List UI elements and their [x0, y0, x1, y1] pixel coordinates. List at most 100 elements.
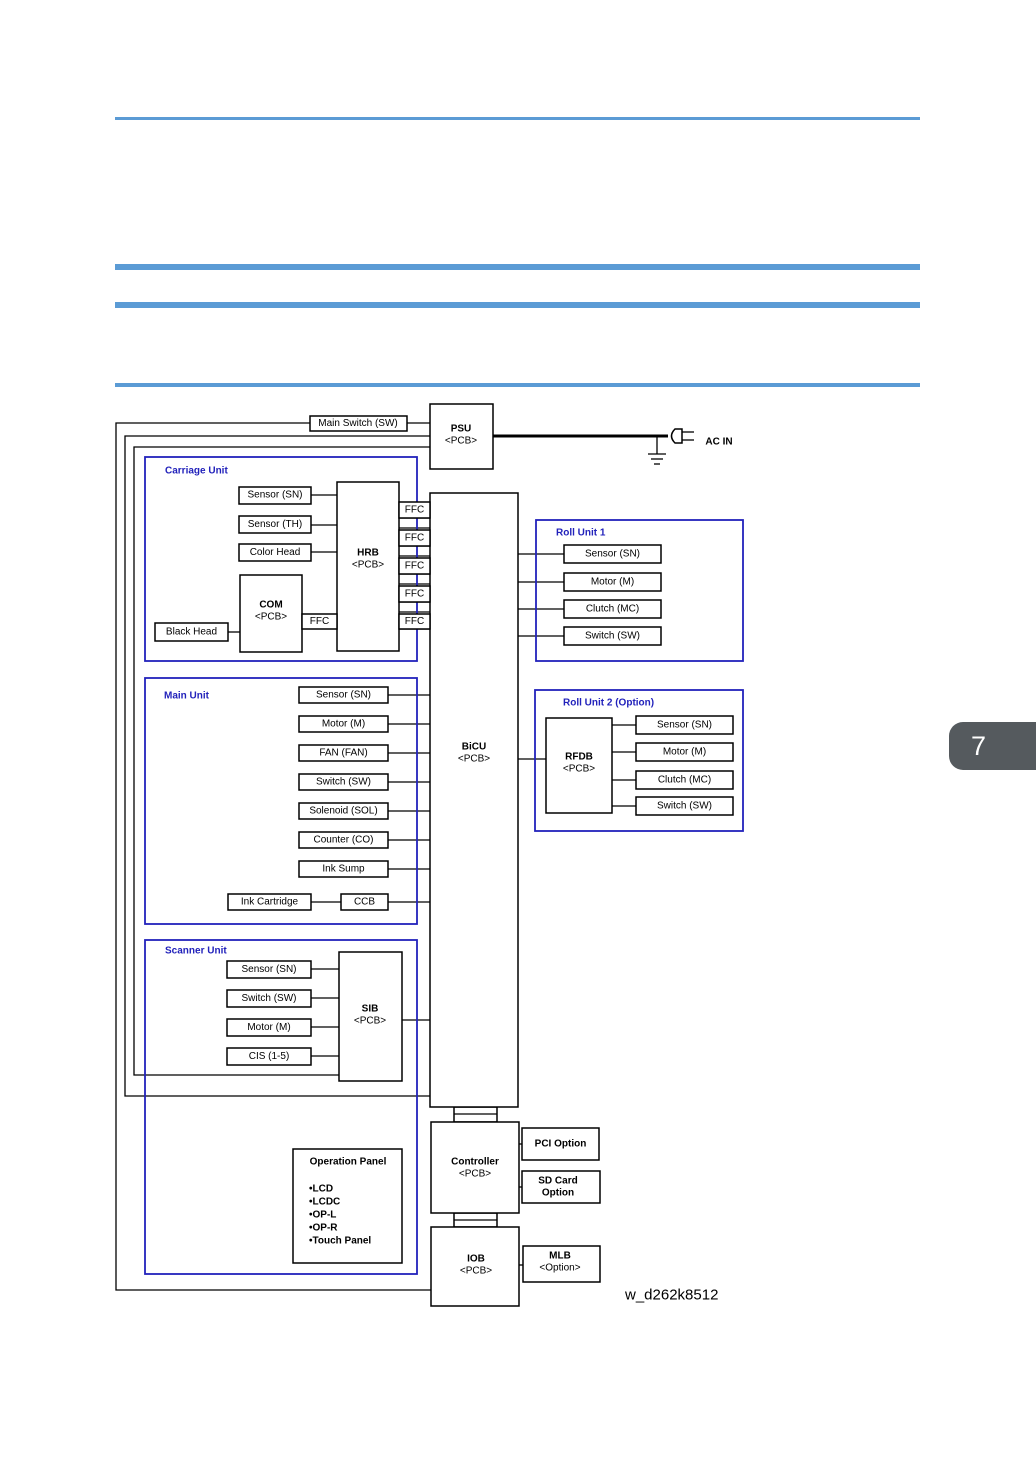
carriage-sensor-th-box — [238, 515, 312, 534]
scanner-item: CIS (1-5) — [249, 1051, 290, 1062]
carriage-sensor-sn-box — [238, 486, 312, 505]
hrb-box — [336, 481, 400, 652]
main-sensor-box — [298, 686, 389, 704]
sd-card-label-2: Option — [542, 1188, 574, 1199]
ffc-label: FFC — [405, 561, 424, 572]
main-unit-item: Switch (SW) — [316, 777, 371, 788]
scanner-sensor-box — [226, 960, 312, 979]
section-rule-1 — [115, 264, 920, 270]
bicu-sub-label: <PCB> — [458, 754, 490, 765]
com-sub-label: <PCB> — [255, 612, 287, 623]
roll1-item: Sensor (SN) — [585, 549, 640, 560]
main-solenoid-box — [298, 802, 389, 820]
scanner-motor-box — [226, 1018, 312, 1037]
roll2-item: Motor (M) — [663, 747, 706, 758]
roll1-item: Switch (SW) — [585, 631, 640, 642]
scanner-item: Sensor (SN) — [241, 964, 296, 975]
psu-label: PSU — [451, 424, 472, 435]
scanner-item: Motor (M) — [247, 1022, 290, 1033]
section-rule-2 — [115, 302, 920, 308]
sib-sub-label: <PCB> — [354, 1016, 386, 1027]
main-unit-item: Solenoid (SOL) — [309, 806, 377, 817]
color-head-box — [238, 543, 312, 562]
iob-box — [430, 1226, 520, 1307]
sd-card-box — [521, 1170, 601, 1204]
com-label: COM — [259, 600, 282, 611]
scanner-cis-box — [226, 1047, 312, 1066]
scanner-item: Switch (SW) — [242, 993, 297, 1004]
roll2-switch-box — [635, 796, 734, 816]
bicu-box — [429, 492, 519, 1108]
hrb-label: HRB — [357, 548, 379, 559]
main-switch-box — [309, 415, 408, 432]
roll-unit-1-frame — [535, 519, 744, 662]
carriage-item: Black Head — [166, 627, 217, 638]
scanner-unit-title: Scanner Unit — [165, 946, 227, 957]
figure-id: w_d262k8512 — [624, 1287, 718, 1304]
black-head-box — [154, 622, 229, 642]
main-unit-item: Ink Sump — [322, 864, 365, 875]
roll-unit-2-frame — [534, 689, 744, 832]
operation-panel-item: •LCDC — [309, 1197, 340, 1208]
roll-unit-1-title: Roll Unit 1 — [556, 528, 606, 539]
roll1-motor-box — [563, 572, 662, 592]
roll1-switch-box — [563, 626, 662, 646]
controller-label: Controller — [451, 1157, 499, 1168]
main-switch-sw-box — [298, 773, 389, 791]
operation-panel-title: Operation Panel — [310, 1157, 387, 1168]
controller-box — [430, 1121, 520, 1214]
ac-in-label: AC IN — [705, 437, 732, 448]
ffc-box-2 — [398, 529, 431, 547]
main-unit-item: Counter (CO) — [313, 835, 373, 846]
operation-panel-item: •OP-R — [309, 1223, 338, 1234]
main-fan-box — [298, 744, 389, 762]
main-unit-item: Sensor (SN) — [316, 690, 371, 701]
carriage-item: Color Head — [250, 547, 301, 558]
roll2-item: Clutch (MC) — [658, 775, 711, 786]
rfdb-label: RFDB — [565, 752, 593, 763]
carriage-item: Sensor (TH) — [248, 519, 302, 530]
roll1-item: Clutch (MC) — [586, 604, 639, 615]
com-box — [239, 574, 303, 653]
ink-cartridge-box — [227, 893, 312, 911]
scanner-switch-box — [226, 989, 312, 1008]
ffc-box-3 — [398, 557, 431, 575]
roll2-item: Sensor (SN) — [657, 720, 712, 731]
operation-panel-item: •LCD — [309, 1184, 333, 1195]
psu-box — [429, 403, 494, 470]
pci-option-box — [521, 1127, 600, 1161]
main-ink-sump-box — [298, 860, 389, 878]
section-rule-3 — [115, 383, 920, 387]
operation-panel-item: •OP-L — [309, 1210, 336, 1221]
hrb-sub-label: <PCB> — [352, 560, 384, 571]
roll1-clutch-box — [563, 599, 662, 619]
rfdb-sub-label: <PCB> — [563, 764, 595, 775]
bicu-label: BiCU — [462, 742, 486, 753]
main-counter-box — [298, 831, 389, 849]
main-motor-box — [298, 715, 389, 733]
sd-card-label: SD Card — [538, 1176, 577, 1187]
ccb-label: CCB — [354, 897, 375, 908]
ffc-box-1 — [398, 501, 431, 519]
ccb-box — [340, 893, 389, 911]
pci-option-label: PCI Option — [535, 1139, 587, 1150]
operation-panel-item: •Touch Panel — [309, 1236, 371, 1247]
rfdb-box — [545, 717, 613, 814]
operation-panel-box — [292, 1148, 403, 1264]
roll2-item: Switch (SW) — [657, 801, 712, 812]
main-unit-frame — [144, 677, 418, 925]
ffc-label: FFC — [405, 505, 424, 516]
controller-sub-label: <PCB> — [459, 1169, 491, 1180]
carriage-unit-title: Carriage Unit — [165, 466, 228, 477]
ffc-label: FFC — [405, 589, 424, 600]
header-rule-top — [115, 117, 920, 120]
ffc-label: FFC — [405, 616, 424, 627]
roll1-sensor-box — [563, 544, 662, 564]
roll2-clutch-box — [635, 770, 734, 790]
roll2-motor-box — [635, 742, 734, 762]
main-unit-item: Motor (M) — [322, 719, 365, 730]
mlb-label: MLB — [549, 1251, 571, 1262]
mlb-box — [522, 1245, 601, 1283]
scanner-unit-frame — [144, 939, 418, 1275]
